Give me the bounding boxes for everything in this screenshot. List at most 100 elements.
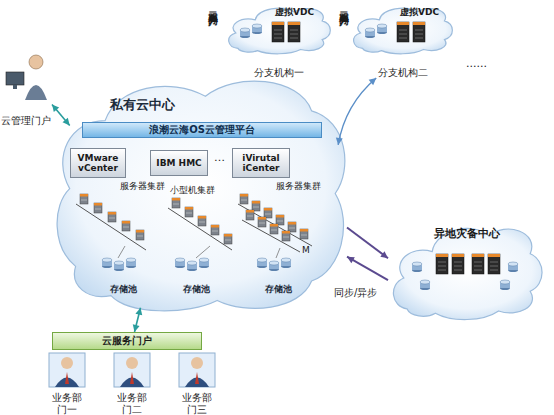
node-text: 异地灾备中心 [388, 228, 546, 241]
arrow-head [63, 118, 70, 126]
department-person [49, 353, 85, 387]
manager-box: IBM HMC [150, 150, 208, 176]
admin-person [25, 85, 47, 100]
backup-equipment [452, 254, 464, 274]
department-person [120, 378, 144, 388]
backup-equipment [472, 254, 484, 274]
backup-equipment [412, 262, 422, 272]
server-cluster [252, 201, 260, 211]
server-cluster [94, 203, 102, 213]
server-cluster [288, 222, 296, 232]
arrow-head [380, 251, 388, 258]
node-text: 分支机构一 [225, 67, 333, 79]
connector-line [347, 228, 388, 259]
node-text: 分支机构二 [350, 67, 455, 79]
backup-cloud: 异地灾备中心 [388, 212, 546, 322]
storage-pool: 存储池 [95, 258, 151, 286]
node-text: VMware vCenter [71, 153, 125, 174]
node-text: 业务部门二 [114, 392, 150, 415]
label-text: M [302, 246, 310, 256]
server-cluster [276, 215, 284, 225]
storage-disks [269, 261, 279, 271]
node-text: 云管理门户 [0, 115, 52, 127]
connector [133, 308, 142, 332]
server-cluster [238, 204, 312, 246]
admin-person [29, 55, 43, 69]
storage-disks [187, 261, 197, 271]
connector [336, 78, 376, 145]
admin-person [6, 72, 24, 85]
server-cluster [242, 220, 300, 252]
storage-disks [175, 258, 185, 268]
department-person [65, 372, 69, 384]
node-text: IBM HMC [156, 158, 201, 168]
department-person [191, 357, 203, 369]
minicomputer-cluster [168, 198, 232, 258]
vdc-equipment [240, 22, 425, 42]
storage-pool: 存储池 [250, 258, 306, 286]
department-person [185, 378, 209, 388]
vdc-equipment [252, 24, 262, 34]
arrow-head [133, 324, 140, 332]
node-text: 存储池 [95, 284, 151, 286]
backup-equipment [488, 254, 500, 274]
manager-box: VMware vCenter [70, 148, 126, 178]
cloud-shape [57, 81, 345, 311]
vdc-equipment [288, 22, 300, 42]
department-person [49, 353, 85, 387]
connector-line [52, 105, 70, 126]
department-person [114, 353, 150, 387]
server-cluster [238, 194, 312, 258]
arrow-head [52, 105, 59, 113]
minicomputer-cluster [172, 198, 180, 208]
storage-disks [199, 258, 209, 268]
connector [347, 257, 388, 281]
department: 业务部门三 [172, 353, 222, 415]
arrow-head [347, 257, 355, 264]
storage-disks [102, 258, 112, 268]
label-text: 小型机集群 [170, 186, 215, 196]
minicomputer-cluster [185, 207, 193, 217]
arrow-head [336, 137, 343, 144]
platform-band: 浪潮云海OS云管理平台 [82, 122, 322, 138]
server-cluster [76, 204, 146, 250]
label-text: 服务器集群 [120, 182, 165, 192]
edge-label: 同步/异步 [334, 286, 377, 300]
server-cluster [246, 210, 254, 220]
vdc-cloud: 虚拟VDC分支机构一 [225, 0, 333, 78]
connector-line [347, 257, 388, 281]
node-text: 私有云中心 [110, 98, 175, 113]
backup-equipment [420, 280, 430, 290]
server-cluster [264, 208, 272, 218]
storage-pool: 存储池 [168, 258, 224, 286]
department-person [61, 357, 73, 369]
node-text: 业务部门三 [179, 392, 215, 415]
vdc-equipment [377, 24, 387, 34]
admin-portal: 云管理门户 [0, 40, 52, 126]
server-cluster [80, 194, 88, 204]
storage-disks [281, 258, 291, 268]
cloud-shape [393, 228, 542, 319]
label-text: … [214, 152, 225, 164]
node-text: 云服务门户 [102, 335, 152, 347]
backup-equipment [500, 280, 510, 290]
connector-line [135, 308, 141, 332]
storage-disks [257, 258, 267, 268]
server-cluster [136, 230, 144, 240]
server-cluster [258, 217, 266, 227]
server-cluster [270, 224, 278, 234]
server-cluster [282, 231, 290, 241]
minicomputer-cluster [196, 246, 210, 258]
storage-disks [114, 261, 124, 271]
label-text: ...... [466, 58, 487, 70]
department-person [126, 357, 138, 369]
minicomputer-cluster [198, 216, 206, 226]
manager-box: iVirutal iCenter [232, 148, 290, 178]
arrow-head [369, 78, 377, 85]
vdc-cloud: 虚拟VDC分支机构二 [350, 0, 455, 78]
connector [52, 105, 70, 126]
department-person [179, 353, 215, 387]
label-text: 云服务门户 [207, 4, 218, 9]
